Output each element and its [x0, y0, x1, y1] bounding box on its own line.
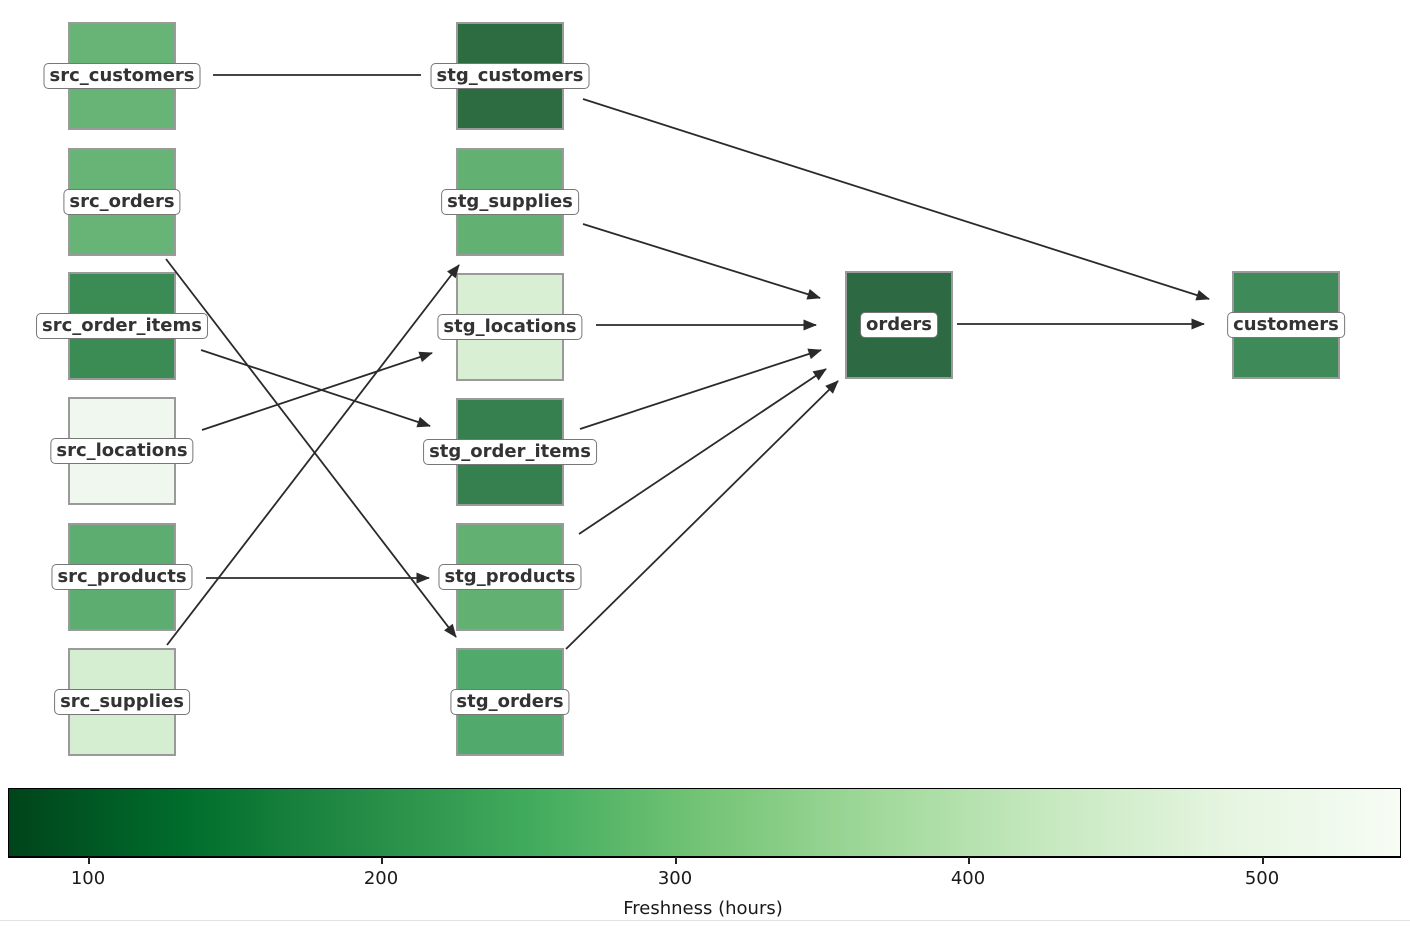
node-label-stg_order_items: stg_order_items: [423, 439, 597, 465]
edge-stg_supplies-to-orders: [582, 223, 821, 300]
node-label-stg_orders: stg_orders: [450, 689, 570, 715]
colorbar-tick-label-100: 100: [70, 868, 106, 889]
colorbar-tick-label-500: 500: [1244, 868, 1280, 889]
node-label-src_orders: src_orders: [63, 189, 181, 215]
edge-src_supplies-to-stg_supplies: [166, 264, 460, 646]
node-label-stg_locations: stg_locations: [437, 314, 583, 340]
edge-stg_products-to-orders: [578, 368, 827, 535]
colorbar-tick-500: [1262, 857, 1264, 864]
node-label-stg_products: stg_products: [438, 564, 582, 590]
colorbar-axis-label: Freshness (hours): [623, 898, 783, 919]
node-label-customers: customers: [1227, 312, 1345, 338]
colorbar-tick-200: [381, 857, 383, 864]
node-label-src_supplies: src_supplies: [54, 689, 190, 715]
colorbar-tick-100: [88, 857, 90, 864]
bottom-hairline: [0, 920, 1410, 921]
edge-src_order_items-to-stg_order_items: [200, 349, 431, 428]
edge-src_locations-to-stg_locations: [201, 351, 433, 431]
node-label-stg_supplies: stg_supplies: [441, 189, 579, 215]
node-label-stg_customers: stg_customers: [430, 63, 590, 89]
colorbar-tick-label-300: 300: [657, 868, 693, 889]
colorbar-tick-label-400: 400: [950, 868, 986, 889]
colorbar: [8, 788, 1401, 864]
node-label-src_customers: src_customers: [43, 63, 201, 89]
node-label-src_locations: src_locations: [50, 438, 194, 464]
edge-src_orders-to-stg_orders: [165, 258, 457, 638]
colorbar-tick-400: [968, 857, 970, 864]
edge-stg_order_items-to-orders: [579, 348, 822, 430]
edge-stg_customers-to-customers: [582, 98, 1210, 301]
edge-stg_orders-to-orders: [565, 380, 839, 650]
node-label-src_order_items: src_order_items: [36, 313, 208, 339]
node-label-src_products: src_products: [51, 564, 193, 590]
colorbar-tick-label-200: 200: [363, 868, 399, 889]
colorbar-tick-300: [675, 857, 677, 864]
edge-layer: [165, 74, 1210, 650]
node-label-orders: orders: [860, 312, 938, 338]
